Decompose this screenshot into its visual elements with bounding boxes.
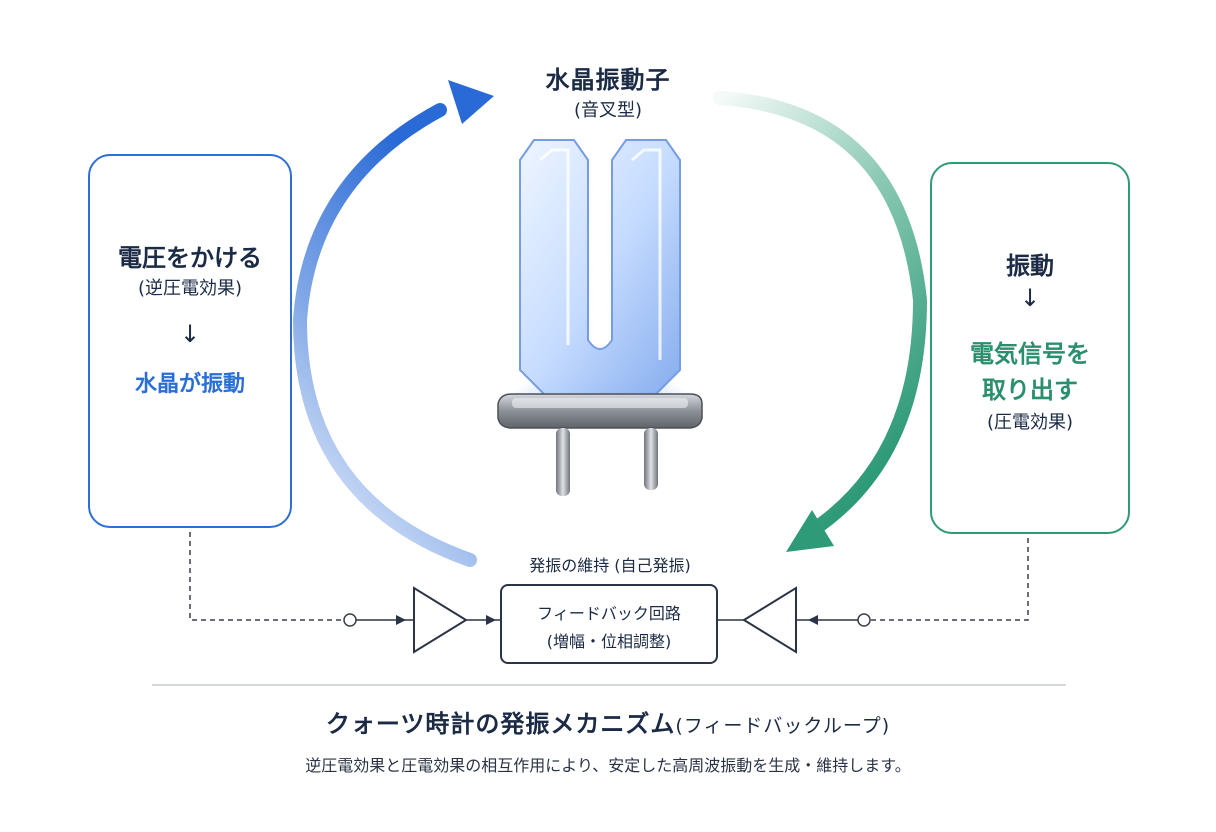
- left-panel-subtitle: (逆圧電効果): [137, 278, 243, 299]
- left-dashed-connector: [189, 532, 344, 621]
- green-arrowhead-icon: [786, 510, 834, 552]
- right-dashed-connector: [868, 538, 1029, 621]
- tuning-fork-crystal-icon: [497, 139, 703, 496]
- right-panel-subtitle: (圧電効果): [986, 412, 1074, 433]
- page-title-main: クォーツ時計の発振メカニズム: [325, 710, 676, 738]
- feedback-circuit-box: [500, 584, 718, 664]
- left-node-circle: [343, 613, 357, 627]
- right-down-arrow-icon: ↓: [1019, 284, 1041, 312]
- oscillation-maintenance-label: 発振の維持 (自己発振): [529, 556, 691, 575]
- right-panel-result-line2: 取り出す: [982, 376, 1078, 404]
- left-panel-result: 水晶が振動: [134, 372, 245, 397]
- blue-arrowhead-icon: [448, 80, 494, 124]
- left-down-arrow-icon: ↓: [179, 320, 201, 348]
- right-panel-title: 振動: [1006, 252, 1054, 280]
- feedback-box-subtitle: (増幅・位相調整): [546, 632, 672, 651]
- inverse-piezo-panel: [88, 154, 292, 528]
- right-amplifier-icon: [742, 586, 797, 654]
- blue-cycle-arrow: [292, 103, 477, 567]
- green-cycle-arrow: [713, 91, 928, 539]
- page-title: クォーツ時計の発振メカニズム(フィードバックループ): [0, 704, 1216, 739]
- page-title-suffix: (フィードバックループ): [675, 715, 891, 737]
- left-amplifier-icon: [413, 586, 468, 654]
- feedback-box-title: フィードバック回路: [537, 604, 681, 623]
- left-panel-title: 電圧をかける: [118, 244, 262, 272]
- right-node-circle: [857, 613, 871, 627]
- page-caption: 逆圧電効果と圧電効果の相互作用により、安定した高周波振動を生成・維持します。: [305, 756, 911, 775]
- crystal-subtitle: (音叉型): [573, 100, 643, 121]
- crystal-title: 水晶振動子: [545, 66, 671, 94]
- piezo-panel: [930, 162, 1130, 534]
- right-panel-result-line1: 電気信号を: [970, 340, 1090, 368]
